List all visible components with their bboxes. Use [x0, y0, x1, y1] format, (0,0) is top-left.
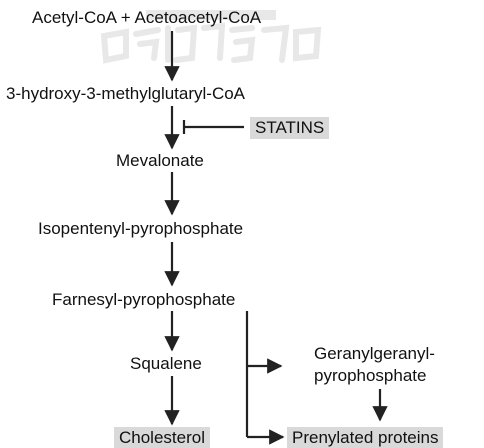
node-acetyl-coa: Acetyl-CoA + Acetoacetyl-CoA — [32, 8, 262, 27]
watermark-logo — [100, 10, 322, 64]
node-isopentenyl: Isopentenyl-pyrophosphate — [38, 219, 244, 238]
node-geranylgeranyl-line2: pyrophosphate — [314, 366, 427, 385]
node-hmg-coa: 3-hydroxy-3-methylglutaryl-CoA — [6, 84, 246, 103]
node-statins: STATINS — [250, 117, 330, 139]
node-farnesyl: Farnesyl-pyrophosphate — [52, 290, 236, 309]
node-cholesterol: Cholesterol — [114, 427, 210, 448]
node-geranylgeranyl-line1: Geranylgeranyl- — [314, 344, 435, 363]
node-squalene: Squalene — [130, 354, 202, 373]
node-prenylated-proteins: Prenylated proteins — [287, 427, 444, 448]
node-mevalonate: Mevalonate — [116, 151, 204, 170]
